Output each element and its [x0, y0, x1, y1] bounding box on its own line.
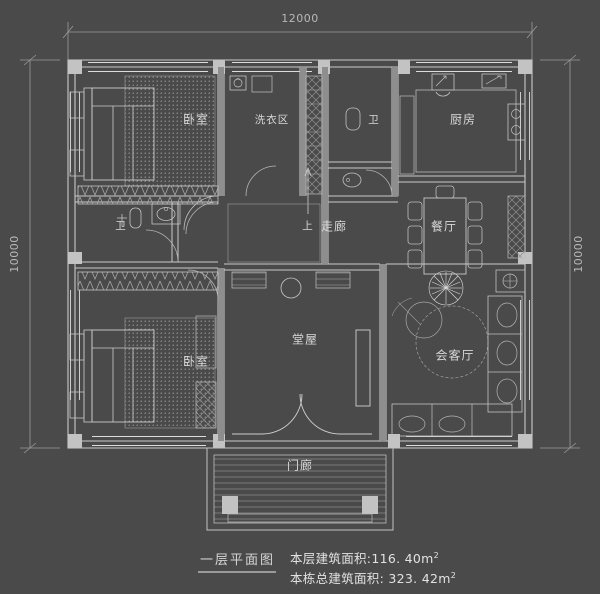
- dimension-top: 12000: [281, 12, 319, 25]
- dimension-right: 10000: [572, 235, 585, 273]
- room-label-bedroom-top: 卧室: [183, 112, 209, 127]
- windows: [70, 62, 530, 446]
- room-label-bedroom-bottom: 卧室: [183, 354, 209, 369]
- room-kitchen: [399, 73, 526, 175]
- dimension-lines: [20, 22, 580, 454]
- room-bath-upper: [342, 107, 393, 197]
- wall-hatching: [218, 67, 398, 441]
- room-dining: [407, 185, 526, 275]
- room-label-dining: 餐厅: [431, 219, 457, 234]
- stair-direction-label: 上: [302, 220, 314, 232]
- room-reception: [391, 269, 526, 437]
- room-corridor: [227, 203, 321, 263]
- room-bedroom-bottom: [69, 269, 219, 429]
- staircase: [304, 75, 323, 214]
- room-label-reception: 会客厅: [435, 348, 474, 363]
- room-laundry: [229, 75, 277, 197]
- room-label-porch: 门廊: [287, 458, 313, 473]
- caption-line-1: 本层建筑面积:116. 40m2: [290, 551, 439, 566]
- room-hall: [231, 271, 372, 435]
- room-label-bath-upper: 卫: [368, 114, 380, 126]
- caption-line-2: 本栋总建筑面积: 323. 42m2: [290, 571, 456, 586]
- room-porch: [206, 447, 394, 531]
- caption-block: 一层平面图 本层建筑面积:116. 40m2 本栋总建筑面积: 323. 42m…: [198, 551, 456, 586]
- room-label-kitchen: 厨房: [450, 112, 476, 127]
- dimension-left: 10000: [8, 235, 21, 273]
- plant-decoration: [428, 270, 464, 306]
- room-label-corridor: 走廊: [321, 219, 347, 234]
- room-label-bath-left: 卫: [115, 220, 127, 232]
- caption-title: 一层平面图: [200, 553, 275, 568]
- room-label-hall: 堂屋: [292, 333, 318, 347]
- room-bath-left: [117, 201, 219, 263]
- room-bedroom-top: [69, 75, 219, 231]
- room-label-laundry: 洗衣区: [255, 113, 290, 126]
